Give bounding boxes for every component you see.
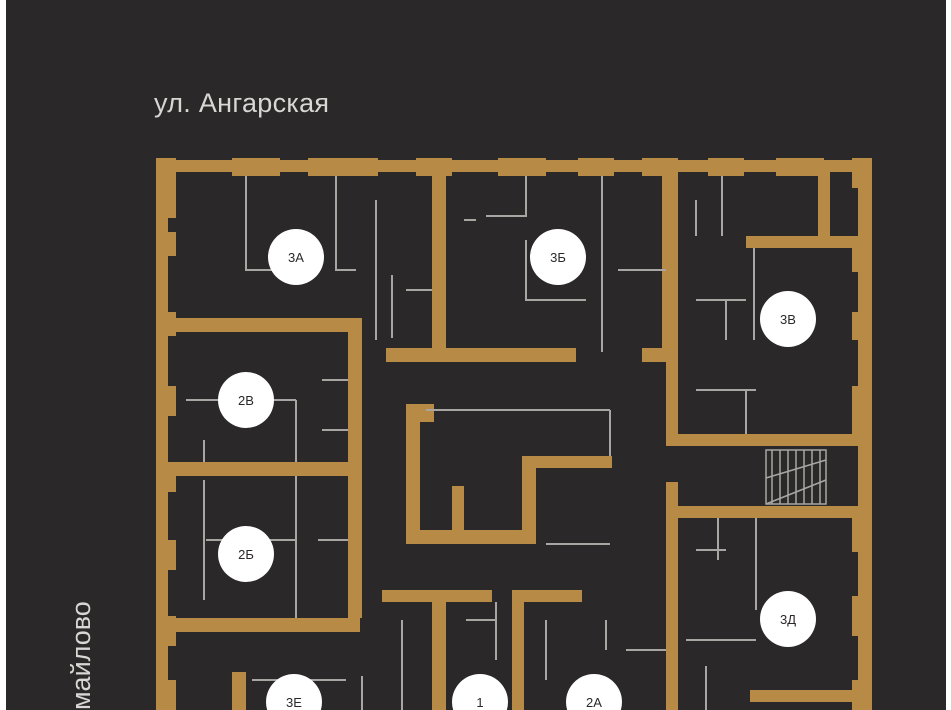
unit-badge-3v[interactable]: 3В [760,291,816,347]
partitions [186,176,757,710]
left-wall [156,160,168,710]
floor-plan-canvas: ул. Ангарская майлово [6,0,946,710]
floor-plan [156,158,872,710]
interior-walls [168,166,866,710]
staircase [765,449,827,505]
unit-badge-3a[interactable]: 3А [268,229,324,285]
unit-badge-3b[interactable]: 3Б [530,229,586,285]
unit-badge-2b[interactable]: 2Б [218,526,274,582]
unit-badge-2v[interactable]: 2В [218,372,274,428]
unit-badge-3d[interactable]: 3Д [760,591,816,647]
street-label-top: ул. Ангарская [154,88,330,118]
